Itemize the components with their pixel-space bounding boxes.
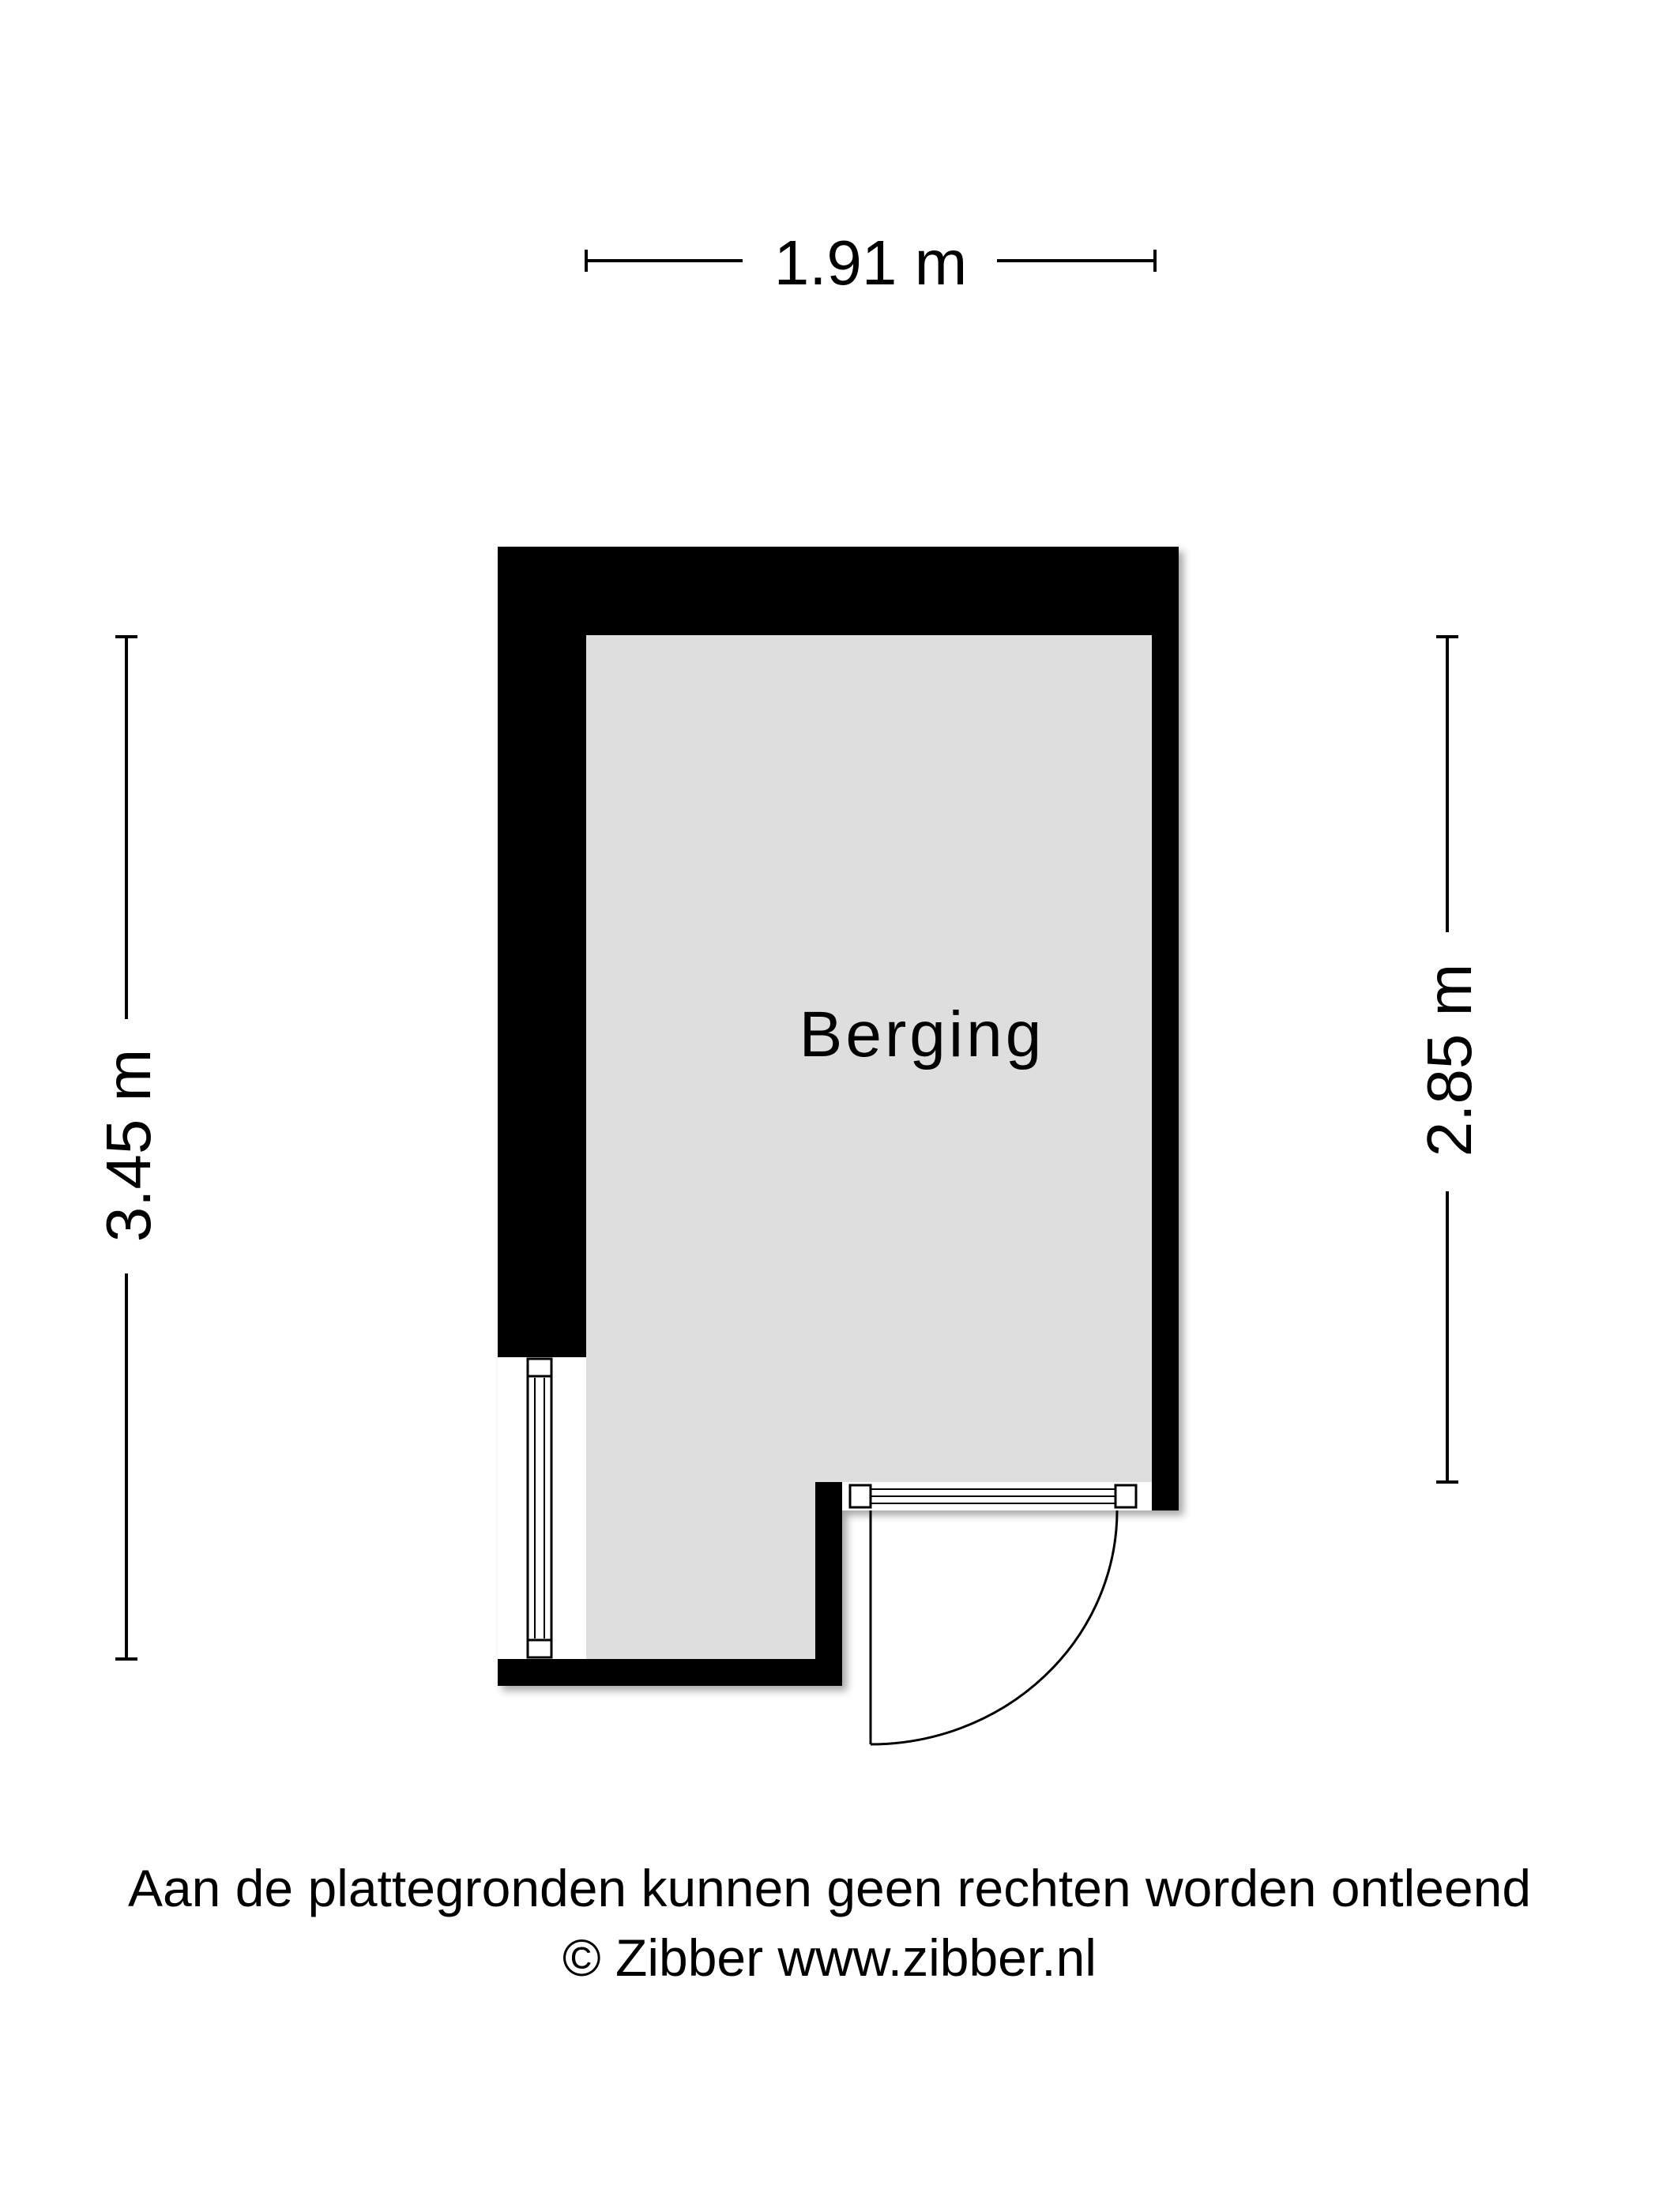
copyright-text: © Zibber www.zibber.nl — [562, 1928, 1097, 1987]
room-floor — [586, 635, 1152, 1659]
disclaimer-text: Aan de plattegronden kunnen geen rechten… — [127, 1859, 1532, 1917]
dimension-right-label: 2.85 m — [1414, 964, 1484, 1157]
window-left — [498, 1357, 586, 1659]
dimension-width-label: 1.91 m — [774, 228, 968, 298]
door-swing-arc — [870, 1510, 1119, 1746]
window-jamb-bottom — [526, 1638, 553, 1659]
dimension-right-height: 2.85 m — [1414, 635, 1484, 1484]
window-frame — [526, 1357, 553, 1659]
room-label: Berging — [799, 999, 1045, 1070]
dimension-width: 1.91 m — [585, 228, 1157, 298]
window-jamb-top — [526, 1357, 553, 1378]
dimension-left-height: 3.45 m — [93, 635, 164, 1661]
door — [842, 1482, 1152, 1746]
dimension-left-label: 3.45 m — [93, 1049, 164, 1243]
door-jamb-left — [848, 1484, 872, 1509]
door-jamb-right — [1114, 1484, 1138, 1509]
